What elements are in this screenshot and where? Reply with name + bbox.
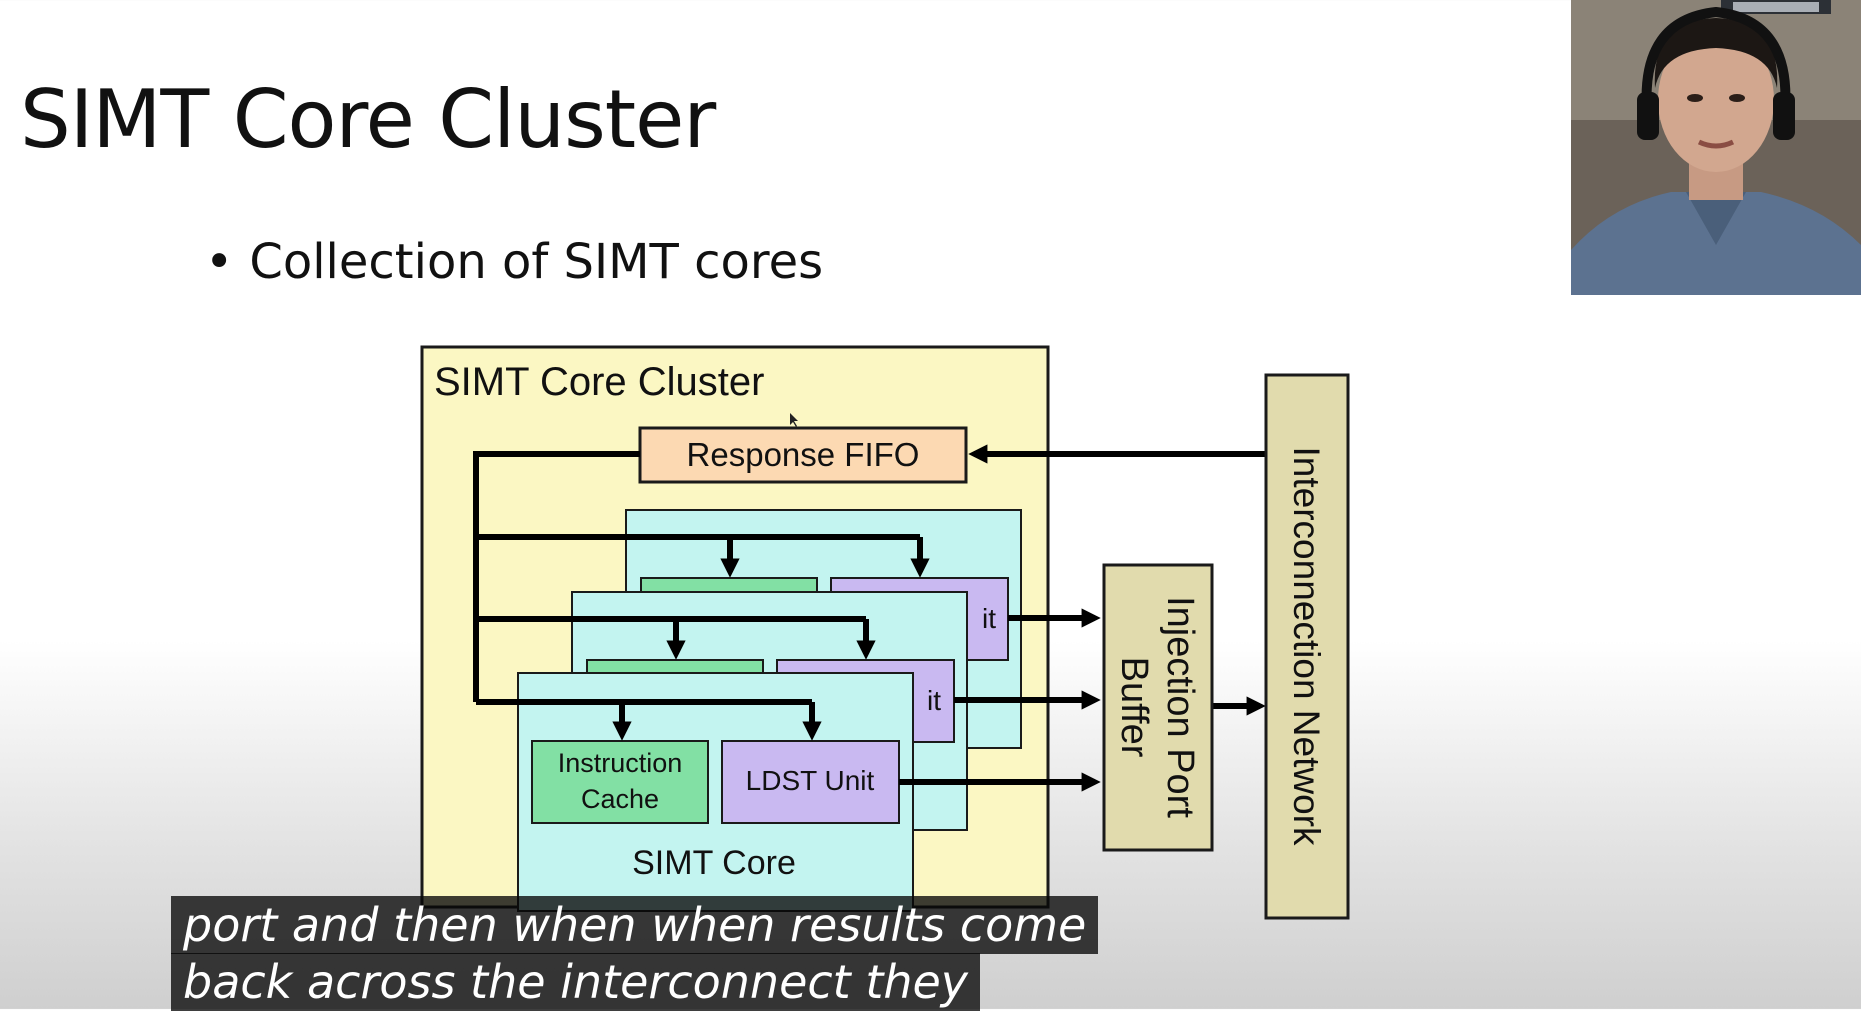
subtitle-captions: port and then when when results come bac… — [171, 896, 1099, 1011]
caption-line-2: back across the interconnect they — [171, 953, 981, 1011]
instruction-cache-label-1: Instruction — [558, 748, 683, 778]
instruction-cache-box — [531, 740, 709, 824]
injection-port-label-2: Buffer — [1113, 657, 1155, 758]
injection-port-label-1: Injection Port — [1159, 596, 1201, 818]
presenter-video-icon — [1571, 0, 1861, 295]
presenter-webcam — [1571, 0, 1861, 295]
bullet-dot: • — [205, 234, 234, 290]
slide-title: SIMT Core Cluster — [20, 73, 716, 166]
response-fifo-label: Response FIFO — [687, 436, 920, 473]
simt-core-label: SIMT Core — [632, 844, 796, 882]
ldst-unit-box — [721, 740, 900, 824]
ldst-unit-label: LDST Unit — [746, 765, 875, 796]
instruction-cache-label-2: Cache — [581, 784, 659, 814]
interconnection-network-label: Interconnection Network — [1286, 447, 1327, 846]
cluster-label: SIMT Core Cluster — [434, 360, 764, 404]
interconnection-network-box — [1264, 373, 1350, 920]
injection-port-buffer-box — [1102, 563, 1214, 852]
caption-line-1: port and then when when results come — [171, 896, 1099, 954]
bullet-text: Collection of SIMT cores — [249, 234, 824, 290]
response-fifo-box — [638, 426, 968, 484]
ldst-unit-back-label: it — [982, 603, 996, 634]
ldst-unit-middle-label: it — [927, 685, 941, 716]
mouse-cursor-icon — [790, 413, 798, 427]
bullet-item: •Collection of SIMT cores — [205, 238, 823, 286]
